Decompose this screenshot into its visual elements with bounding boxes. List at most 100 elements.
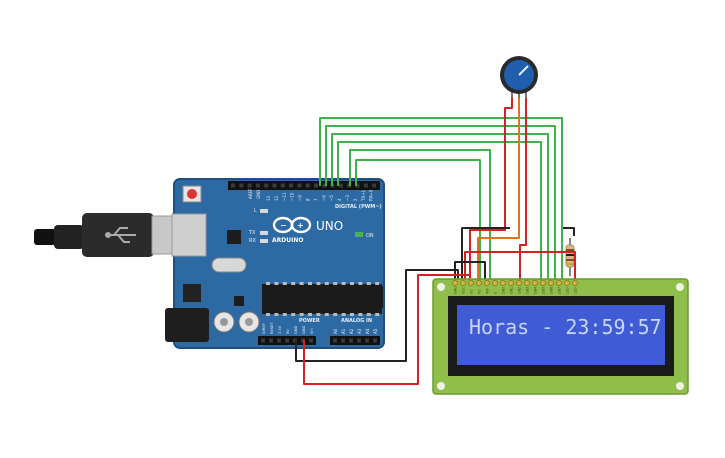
chip-pin [333, 282, 338, 285]
chip-pin [274, 282, 279, 285]
chip-pin [299, 313, 304, 316]
chip-pin [358, 282, 363, 285]
potentiometer[interactable] [500, 56, 538, 104]
resistor-band-3 [566, 259, 574, 261]
lcd-pin-label: DB7 [557, 287, 561, 294]
arduino-infinity-logo [272, 216, 312, 234]
gnd-label: GND [256, 190, 261, 199]
lcd-pin-label: DB1 [509, 287, 513, 294]
rx-led [260, 239, 268, 243]
lcd-pin-label: DB3 [525, 287, 529, 294]
header-hole [289, 183, 294, 188]
digital-header [228, 181, 380, 190]
header-hole [341, 338, 345, 343]
chip-pin [324, 282, 329, 285]
header-hole [363, 183, 368, 188]
wire-black-mid [454, 261, 486, 282]
header-hole [355, 183, 360, 188]
atmega-chip [262, 284, 382, 314]
digital-pin-label: TX→1 [361, 189, 366, 202]
wire-black-gnd [295, 269, 459, 362]
power-jack [165, 308, 209, 342]
wire-pot-red [469, 98, 513, 282]
header-hole [357, 338, 361, 343]
analog-pin-label: A3 [357, 328, 362, 334]
lcd-pin [492, 280, 498, 286]
power-pin-label: IOREF [262, 323, 266, 334]
usb-symbol-icon [105, 227, 136, 243]
chip-pin [308, 313, 312, 316]
chip-pin [350, 313, 354, 316]
resistor-band-2 [566, 254, 574, 256]
digital-pin-label: 13 [266, 195, 271, 201]
wire-green-3 [331, 133, 549, 282]
chip-pin [375, 313, 380, 316]
lcd-pin-label: DB5 [541, 287, 545, 294]
lcd-pin-label: RS [477, 289, 481, 294]
power-pin-label: 3.3V [278, 325, 282, 334]
wire-green-4 [337, 141, 542, 282]
resistor-band-1 [566, 249, 574, 251]
capacitor-2-top [245, 318, 253, 326]
header-hole [309, 338, 313, 343]
mount-hole-br [676, 382, 684, 390]
lcd-pin [556, 280, 562, 286]
digital-pin-label: 12 [274, 195, 279, 201]
analog-pin-label: A4 [365, 328, 370, 334]
voltage-regulator [183, 284, 201, 302]
lcd-pin [524, 280, 530, 286]
lcd-pin [460, 280, 466, 286]
power-section-label: POWER [299, 318, 320, 324]
header-hole [247, 183, 252, 188]
power-pin-label: GND [294, 326, 298, 334]
wire-black-resistor [563, 227, 575, 236]
header-hole [305, 183, 310, 188]
digital-pin-label: ~6 [321, 195, 326, 201]
wire-green-2 [325, 125, 556, 282]
minus-sign: − [280, 221, 287, 230]
analog-pin-label: A0 [333, 328, 338, 334]
usb-cable-strain [54, 225, 84, 249]
digital-pin-label: ~11 [282, 192, 287, 201]
plus-sign: + [297, 221, 304, 230]
lcd-pin [452, 280, 458, 286]
aref-label: AREF [248, 188, 253, 199]
analog-pin-label: A5 [373, 328, 378, 334]
chip-pin [308, 282, 312, 285]
chip-pin [291, 313, 296, 316]
arduino-brand-label: ARDUINO [272, 237, 303, 244]
chip-pin [291, 282, 296, 285]
header-hole [373, 338, 377, 343]
header-hole [269, 338, 273, 343]
power-pin-label: 5V [286, 329, 290, 334]
mount-hole-tr [676, 283, 684, 291]
lcd-screen [457, 305, 665, 365]
chip-pin [366, 282, 371, 285]
digital-pin-label: ~9 [298, 195, 303, 201]
on-led [355, 232, 363, 237]
reset-button-cap[interactable] [187, 189, 197, 199]
chip-pin [341, 313, 346, 316]
header-hole [239, 183, 244, 188]
crystal-oscillator [211, 257, 247, 273]
lcd-pin-label: RW [485, 288, 489, 294]
digital-pin-label: ~5 [329, 195, 334, 201]
lcd-pin-label: LED [573, 287, 577, 294]
wire-green-1 [319, 117, 563, 282]
capacitor-1-top [220, 318, 228, 326]
lcd-pin [572, 280, 578, 286]
chip-pin [358, 313, 363, 316]
tx-led-label: TX [248, 230, 256, 236]
rx-led-label: RX [249, 238, 256, 244]
header-hole [322, 183, 327, 188]
lcd-pin-label: GND [453, 286, 457, 294]
digital-pin-label: ~3 [345, 195, 350, 201]
header-hole [272, 183, 277, 188]
header-hole [372, 183, 377, 188]
